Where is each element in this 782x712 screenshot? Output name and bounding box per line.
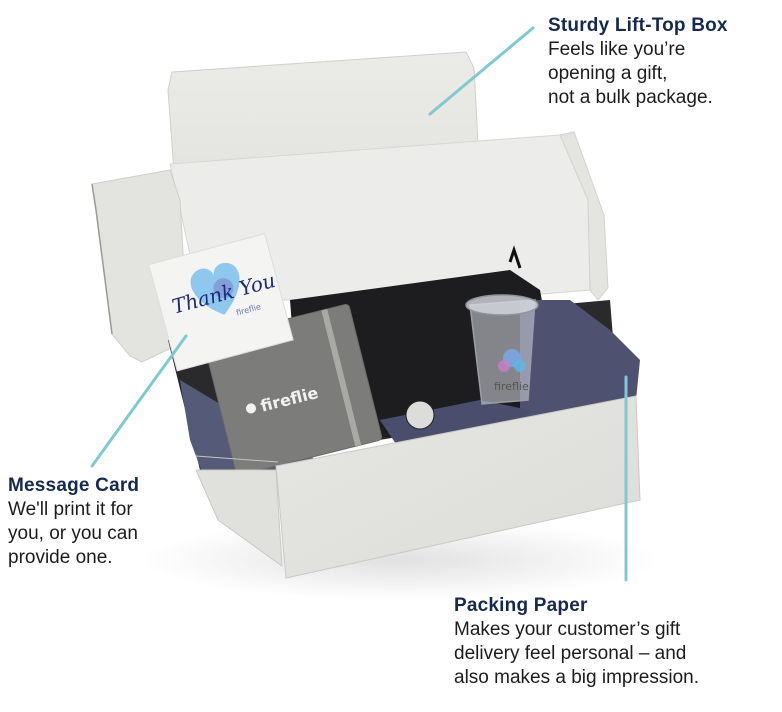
callout-line: you, or you can xyxy=(8,523,138,544)
lid-right-flap xyxy=(559,131,609,301)
callout-title: Sturdy Lift-Top Box xyxy=(548,15,728,36)
callout-message-card: Message Card We'll print it for you, or … xyxy=(8,474,139,570)
callout-line: also makes a big impression. xyxy=(454,667,699,688)
callout-line-card xyxy=(90,334,188,468)
box-front xyxy=(275,395,641,579)
callout-line: Feels like you’re xyxy=(548,39,686,60)
tissue-paper-right xyxy=(520,300,640,420)
fireflie-logo-icon xyxy=(245,403,256,414)
tag xyxy=(405,400,435,430)
callout-line: not a bulk package. xyxy=(548,87,713,108)
callout-line: opening a gift, xyxy=(548,63,668,84)
callout-title: Packing Paper xyxy=(454,595,588,616)
callout-line: We'll print it for xyxy=(8,499,133,520)
callout-packing-paper: Packing Paper Makes your customer’s gift… xyxy=(454,594,699,690)
plastic-cup: fireflie xyxy=(465,294,539,405)
callout-line: Makes your customer’s gift xyxy=(454,619,681,640)
callout-line-box xyxy=(428,26,535,116)
box-left-side xyxy=(195,469,283,568)
cup-brand: fireflie xyxy=(494,380,529,393)
callout-line: delivery feel personal – and xyxy=(454,643,687,664)
callout-title: Message Card xyxy=(8,475,140,496)
callout-sturdy-box: Sturdy Lift-Top Box Feels like you’re op… xyxy=(548,14,728,110)
callout-line: provide one. xyxy=(8,547,113,568)
